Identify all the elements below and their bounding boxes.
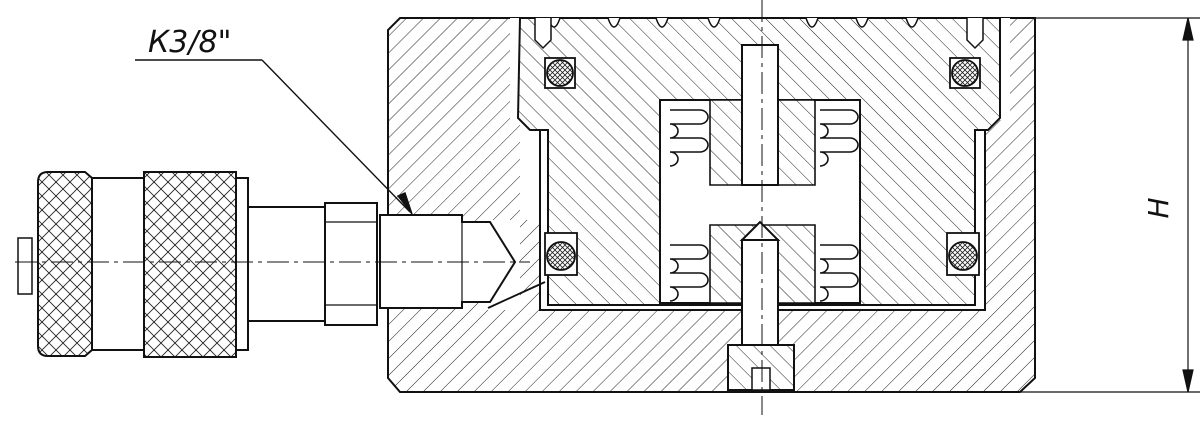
height-dimension-label: H [1142, 197, 1175, 218]
hydraulic-coupler [17, 171, 517, 358]
center-lines [15, 0, 763, 415]
thread-callout-leader [135, 59, 413, 215]
thread-callout-label: К3/8" [148, 25, 231, 60]
oil-channel [487, 281, 546, 309]
bottom-screw [727, 344, 795, 391]
height-dimension [1010, 17, 1200, 393]
return-springs [669, 109, 859, 302]
piston-rod [739, 44, 781, 349]
o-rings [544, 57, 981, 276]
